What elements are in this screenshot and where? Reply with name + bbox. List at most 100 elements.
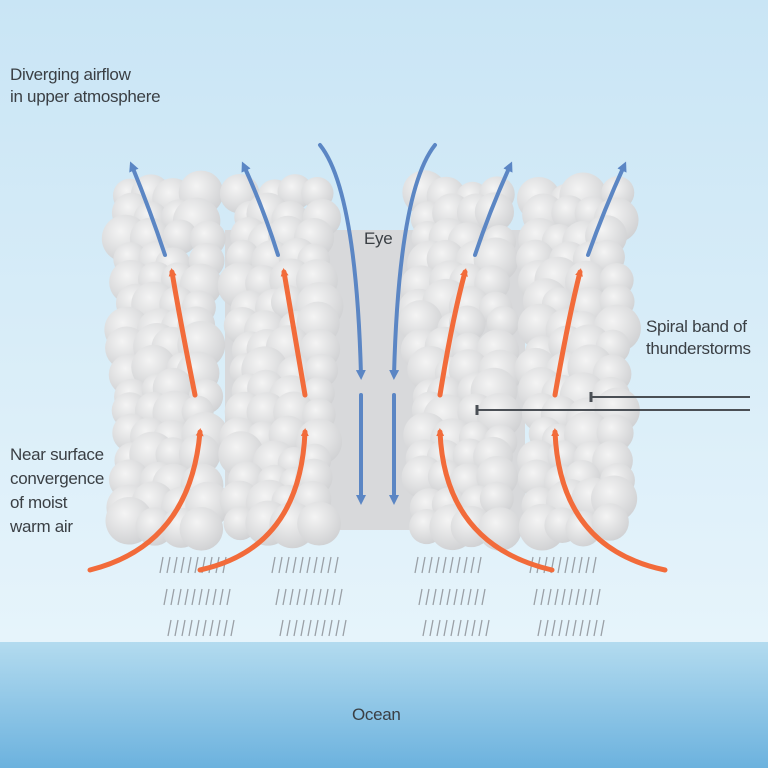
rain-streak (554, 588, 559, 606)
rain-streak (205, 588, 210, 606)
rain-streak (279, 619, 284, 637)
rain-streak (292, 556, 297, 574)
cloud-puff (479, 481, 514, 516)
rain-streak (286, 619, 291, 637)
eye-descending-arrow (389, 143, 437, 380)
rain-streak (592, 556, 597, 574)
rain-streak (443, 619, 448, 637)
rain-streak (181, 619, 186, 637)
rain-streak (303, 588, 308, 606)
spiral-band-leader-lines (475, 392, 750, 415)
label-line: Diverging airflow (10, 65, 131, 84)
rain-streak (289, 588, 294, 606)
warm-air-arrow (437, 268, 468, 398)
rain-streak (271, 556, 276, 574)
upper-air-arrows (129, 143, 627, 505)
rain-streak (282, 588, 287, 606)
warm-air-arrow (168, 268, 198, 398)
rain-streak (159, 556, 164, 574)
cloud-puff (179, 507, 224, 551)
rain-streak (572, 619, 577, 637)
rain-streak (439, 588, 444, 606)
rain-streak (450, 619, 455, 637)
label-line: warm air (10, 517, 73, 536)
rain-streak (296, 588, 301, 606)
rain-streak (586, 619, 591, 637)
rain-streak (467, 588, 472, 606)
rain-streak (177, 588, 182, 606)
cloud-puff (178, 433, 221, 476)
rain-streak (481, 588, 486, 606)
diverging-arrow (241, 161, 280, 257)
label-line: thunderstorms (646, 339, 751, 358)
rain-streak (418, 588, 423, 606)
rain-streak (166, 556, 171, 574)
rain-streak (429, 619, 434, 637)
rain-streak (187, 556, 192, 574)
rain-streak (425, 588, 430, 606)
warm-air-arrows (87, 268, 668, 573)
convergence-label: Near surface convergence of moist warm a… (10, 443, 104, 539)
rain-streak (170, 588, 175, 606)
rain-streak (582, 588, 587, 606)
rain-streak (174, 619, 179, 637)
spiral-band-label: Spiral band of thunderstorms (646, 316, 751, 360)
rain-streak (436, 619, 441, 637)
rain-streak (223, 619, 228, 637)
rain-streak (446, 588, 451, 606)
rain-streak (230, 619, 235, 637)
diverging-arrow (129, 161, 167, 257)
rain-streak (470, 556, 475, 574)
rain-streak (334, 556, 339, 574)
cloud-puff (162, 219, 198, 255)
rain-streak (564, 556, 569, 574)
rain-streak (219, 588, 224, 606)
label-line: in upper atmosphere (10, 87, 161, 106)
rain-streak (342, 619, 347, 637)
rain-streak (209, 619, 214, 637)
rain-streak (575, 588, 580, 606)
rain-streak (278, 556, 283, 574)
rain-streak (313, 556, 318, 574)
label-line: of moist (10, 493, 68, 512)
rain-streak (464, 619, 469, 637)
rain-streak (474, 588, 479, 606)
ocean (0, 642, 768, 768)
rain-streak (457, 619, 462, 637)
rain-streak (568, 588, 573, 606)
warm-air-arrow (436, 428, 555, 573)
rain-streaks (159, 556, 605, 637)
eye-label: Eye (364, 229, 393, 248)
rain-streak (195, 619, 200, 637)
diverging-airflow-label: Diverging airflow in upper atmosphere (10, 64, 161, 108)
rain-streak (184, 588, 189, 606)
rain-streak (275, 588, 280, 606)
rain-streak (212, 588, 217, 606)
rain-streak (285, 556, 290, 574)
warm-air-arrow (87, 428, 204, 573)
rain-streak (428, 556, 433, 574)
rain-streak (173, 556, 178, 574)
rain-streak (585, 556, 590, 574)
rain-streak (167, 619, 172, 637)
rain-streak (593, 619, 598, 637)
rain-streak (453, 588, 458, 606)
rain-streak (293, 619, 298, 637)
rain-streak (589, 588, 594, 606)
rain-streak (324, 588, 329, 606)
rain-streak (299, 556, 304, 574)
rain-streak (533, 588, 538, 606)
rain-streak (432, 588, 437, 606)
warm-air-arrow (552, 268, 583, 398)
rain-streak (456, 556, 461, 574)
rain-streak (194, 556, 199, 574)
rain-streak (478, 619, 483, 637)
label-line: Spiral band of (646, 317, 747, 336)
rain-streak (421, 556, 426, 574)
rain-streak (198, 588, 203, 606)
rain-streak (596, 588, 601, 606)
ocean-label: Ocean (352, 705, 401, 724)
rain-streak (561, 588, 566, 606)
thunderstorm-clouds (101, 170, 641, 551)
